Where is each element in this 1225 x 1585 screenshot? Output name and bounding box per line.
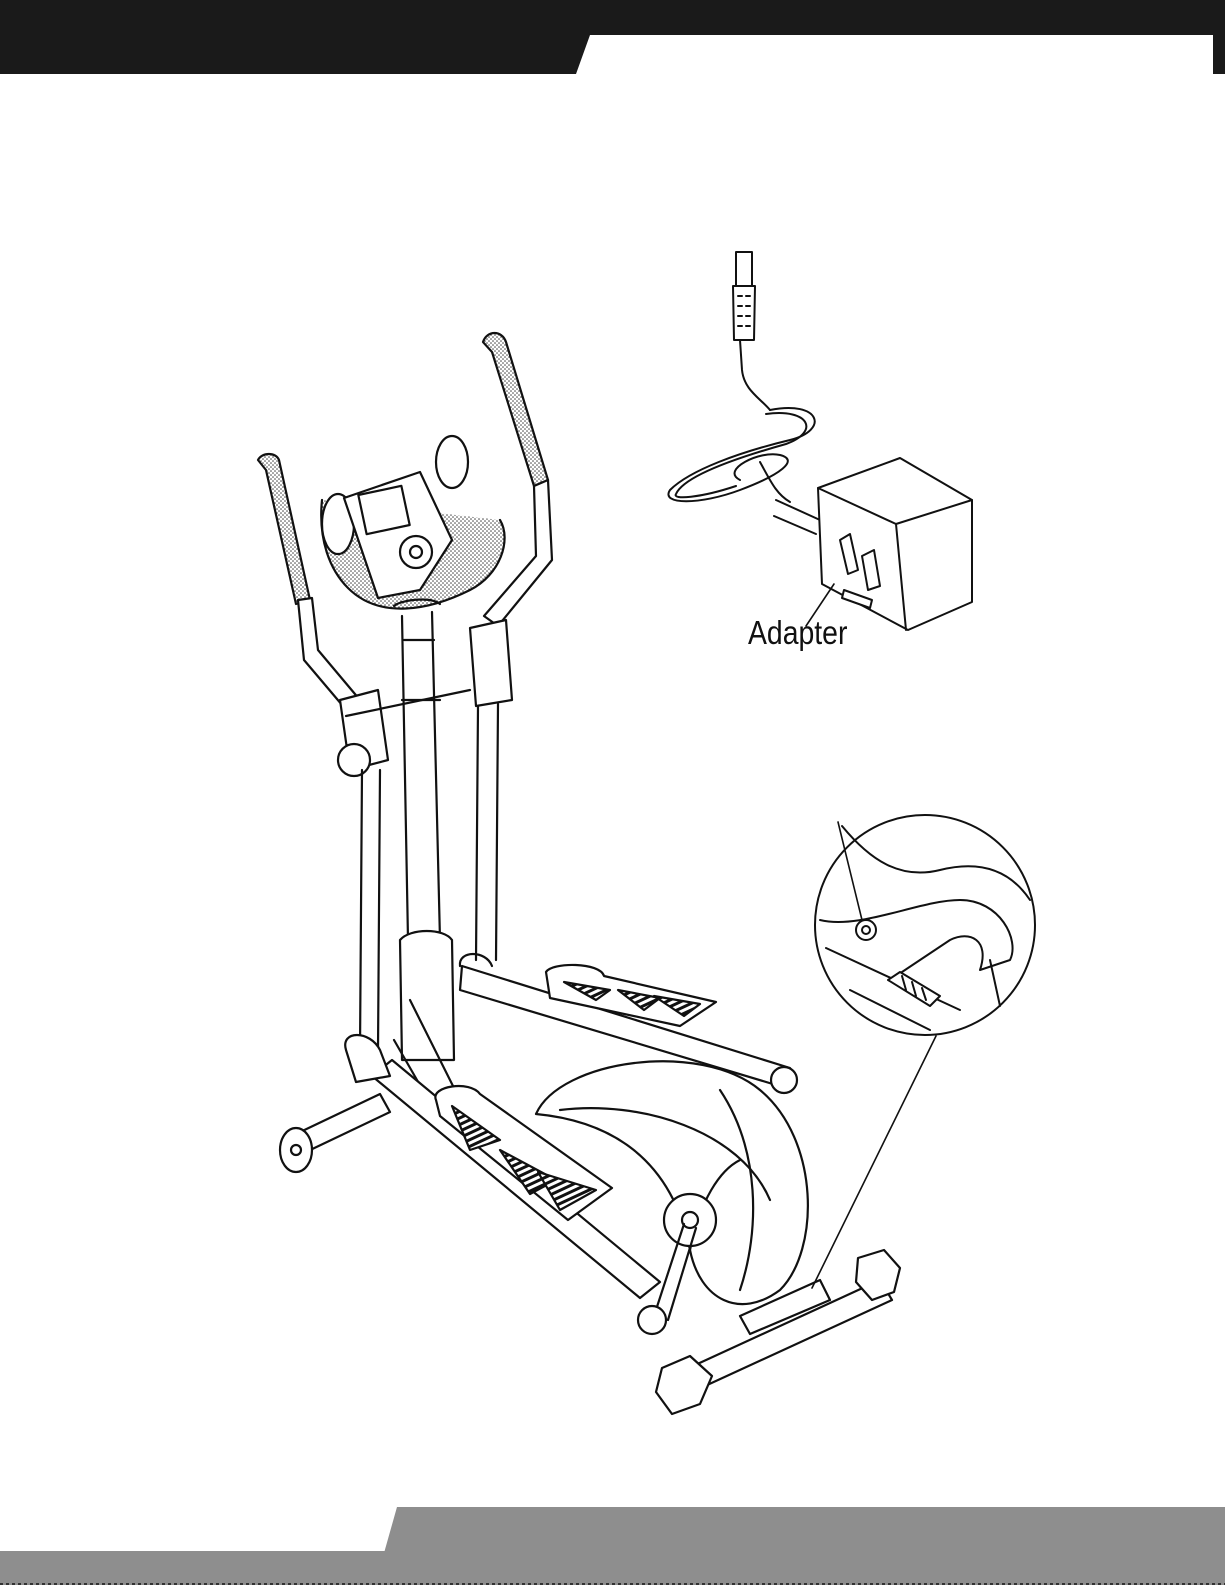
power-jack-detail <box>812 815 1035 1288</box>
console-button-pad <box>400 536 432 568</box>
power-adapter-illustration <box>668 252 972 630</box>
header-band <box>0 0 1225 74</box>
console-display <box>358 486 409 534</box>
console-assembly <box>321 436 504 609</box>
elliptical-trainer-illustration <box>258 333 900 1414</box>
power-jack-socket-icon <box>856 920 876 940</box>
front-stabilizer <box>280 1094 390 1172</box>
adapter-label: Adapter <box>748 614 847 652</box>
dc-plug-icon <box>736 252 752 286</box>
right-handlebar <box>470 333 552 960</box>
footer-band <box>0 1507 1225 1585</box>
